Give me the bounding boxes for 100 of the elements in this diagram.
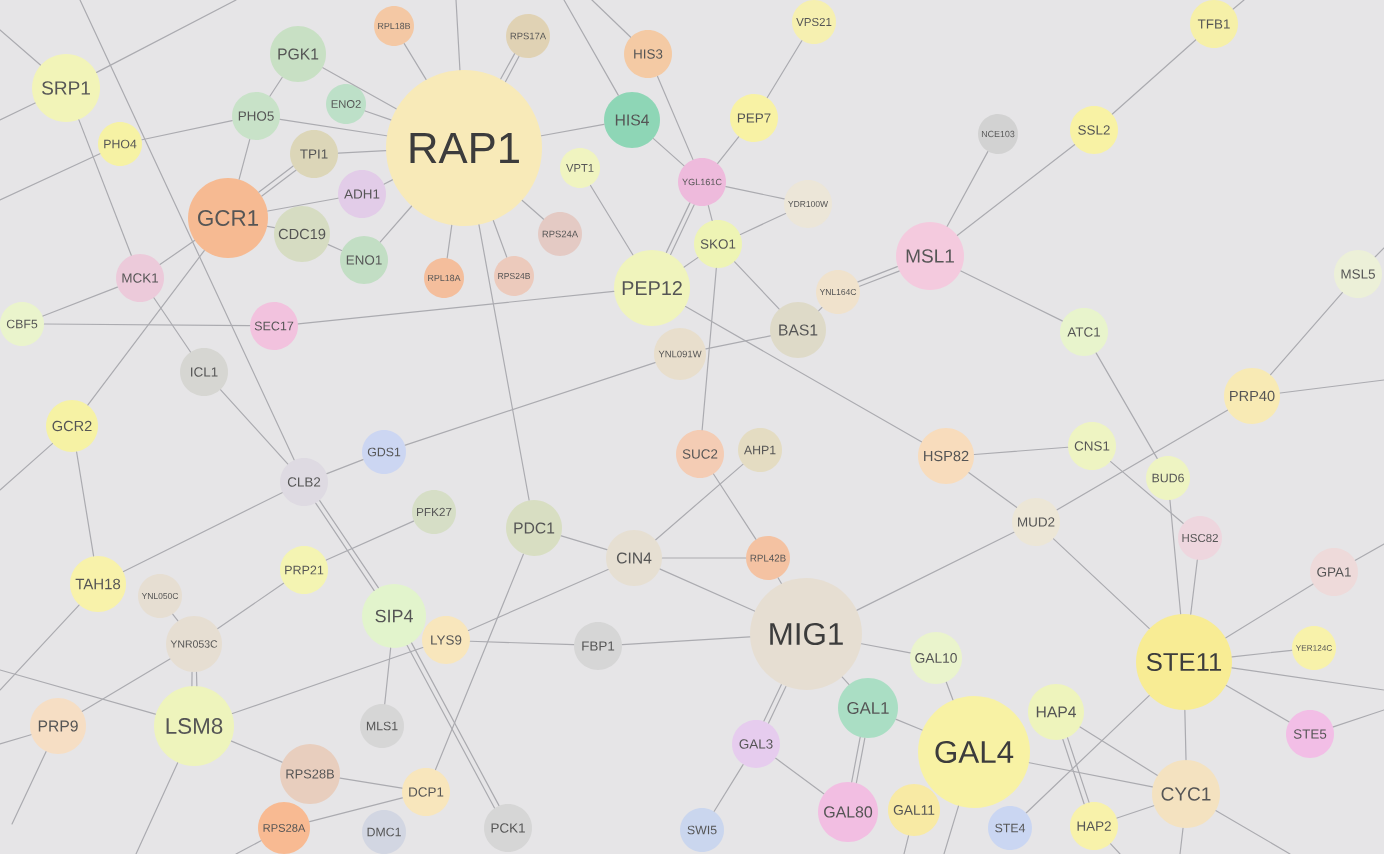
connector-line <box>685 306 922 443</box>
connector-line <box>968 472 1018 508</box>
network-node: SIP4 <box>362 584 426 648</box>
connector-line <box>379 205 413 243</box>
network-node: MSL1 <box>896 222 964 290</box>
connector-line <box>96 0 237 73</box>
connector-line <box>434 553 524 771</box>
connector-line <box>943 805 960 854</box>
connector-line <box>337 150 387 154</box>
connector-line <box>172 613 179 622</box>
connector-line <box>621 636 751 646</box>
network-node: LSM8 <box>154 686 234 766</box>
connector-line <box>560 535 608 551</box>
connector-line <box>670 204 695 255</box>
connector-line <box>841 676 850 685</box>
connector-line <box>895 718 923 731</box>
connector-line <box>1215 810 1291 854</box>
connector-line <box>652 138 685 167</box>
connector-line <box>589 184 634 256</box>
connector-line <box>266 225 275 229</box>
connector-line <box>0 734 32 745</box>
connector-line <box>818 306 823 312</box>
connector-line <box>500 53 516 80</box>
connector-line <box>1025 695 1150 814</box>
connector-line <box>521 199 544 220</box>
connector-line <box>235 840 262 854</box>
connector-line <box>1110 461 1184 524</box>
connector-line <box>87 250 205 406</box>
connector-line <box>563 0 619 96</box>
connector-line <box>467 568 609 632</box>
connector-line <box>1332 709 1384 728</box>
connector-line <box>191 671 193 687</box>
connector-line <box>659 568 756 612</box>
connector-line <box>79 0 295 461</box>
connector-line <box>717 136 740 164</box>
connector-line <box>469 640 575 646</box>
connector-line <box>713 764 744 812</box>
connector-line <box>404 361 656 446</box>
connector-line <box>1169 499 1182 615</box>
connector-line <box>1179 827 1184 854</box>
connector-line <box>960 270 1063 322</box>
connector-line <box>0 29 42 66</box>
connector-line <box>76 451 95 557</box>
connector-line <box>364 110 392 121</box>
connector-line <box>1190 559 1198 615</box>
connector-line <box>1056 409 1228 511</box>
connector-line <box>856 531 1015 611</box>
connector-line <box>1374 247 1384 258</box>
connector-line <box>42 286 118 317</box>
connector-line <box>1184 709 1187 761</box>
connector-line <box>739 212 787 236</box>
connector-line <box>231 646 424 715</box>
network-node: GAL4 <box>918 696 1030 808</box>
connector-line <box>1079 726 1158 776</box>
connector-line <box>153 297 191 353</box>
connector-line <box>1231 649 1293 658</box>
connector-line <box>446 224 453 259</box>
connector-line <box>492 220 508 258</box>
connector-line <box>1354 543 1384 561</box>
connector-line <box>383 179 393 185</box>
connector-line <box>478 224 530 501</box>
connector-line <box>1052 538 1150 629</box>
connector-line <box>0 102 36 121</box>
connector-line <box>230 740 283 763</box>
connector-line <box>655 463 744 541</box>
connector-line <box>325 520 415 561</box>
connector-line <box>1225 684 1290 723</box>
connector-line <box>220 389 289 465</box>
network-node: MIG1 <box>750 578 862 690</box>
connector-line <box>683 257 699 268</box>
connector-line <box>775 757 825 795</box>
connector-line <box>217 582 285 630</box>
connector-line <box>322 67 397 110</box>
connector-line <box>707 204 713 221</box>
connector-line <box>725 186 785 200</box>
connector-line <box>81 658 171 712</box>
connector-line <box>713 473 757 540</box>
connector-line <box>763 684 782 722</box>
connector-line <box>956 144 1076 236</box>
network-node: RAP1 <box>386 70 542 226</box>
network-node: SRP1 <box>32 54 100 122</box>
connector-line <box>269 76 283 97</box>
connector-line <box>1111 39 1197 115</box>
connector-line <box>309 797 403 823</box>
connector-line <box>973 446 1069 456</box>
connector-line <box>135 762 179 854</box>
connector-line <box>734 261 780 310</box>
connector-line <box>11 751 47 825</box>
connector-line <box>238 138 251 180</box>
connector-line <box>122 492 283 573</box>
connector-line <box>1116 805 1155 819</box>
connector-line <box>384 647 392 705</box>
connector-line <box>946 151 989 227</box>
connector-line <box>705 335 771 350</box>
connector-line <box>859 270 900 287</box>
connector-line <box>591 0 632 38</box>
connector-line <box>326 459 364 475</box>
connector-line <box>455 0 461 71</box>
connector-line <box>0 153 101 201</box>
network-node: GAL1 <box>838 678 898 738</box>
